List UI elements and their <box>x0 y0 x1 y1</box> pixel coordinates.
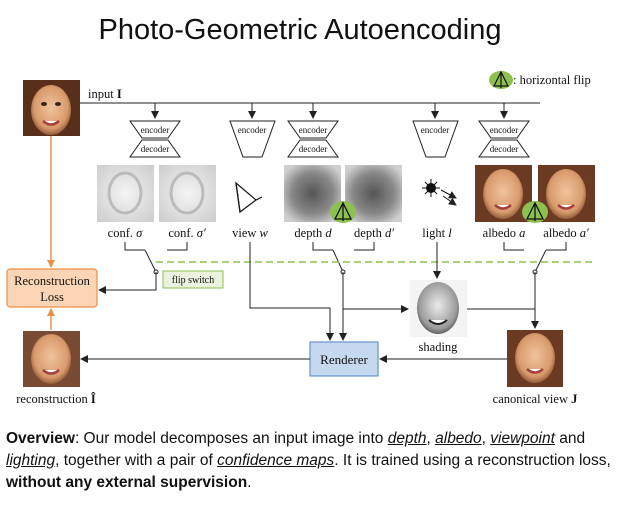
depth-to-shading-arrow <box>342 272 409 313</box>
view-encoder: encoder <box>229 120 276 158</box>
conf-switch <box>124 242 188 275</box>
light-encoder: encoder <box>412 120 459 158</box>
albedo-switch <box>503 242 567 275</box>
view-label: view w <box>232 226 268 240</box>
depth-prime-label: depth d′ <box>354 226 394 240</box>
flip-switch-label: flip switch <box>172 275 215 286</box>
caption-lighting: lighting <box>6 452 56 469</box>
conf-to-loss-arrow <box>98 272 157 294</box>
depth-label: depth d <box>294 226 332 240</box>
svg-text:decoder: decoder <box>141 144 169 154</box>
albedo-label: albedo a <box>483 226 526 240</box>
canonical-view-image <box>507 330 563 387</box>
depth-flip-icon <box>330 201 356 223</box>
flip-switch-box <box>162 270 224 289</box>
flip-legend-icon <box>489 70 513 89</box>
caption-overview-label: Overview <box>6 430 75 447</box>
caption-confidence: confidence maps <box>217 452 335 469</box>
reconstruction-image <box>23 331 80 387</box>
conf-sigma-prime-image <box>159 165 216 222</box>
conf-encoder-decoder: encoder decoder <box>129 120 181 158</box>
diagram-title: Photo-Geometric Autoencoding <box>98 14 502 46</box>
caption-depth: depth <box>387 430 427 447</box>
light-label: light l <box>422 226 452 240</box>
view-to-renderer-arrow <box>249 242 334 341</box>
conf-sigma-image <box>97 165 154 222</box>
caption-albedo: albedo <box>435 430 482 447</box>
albedo-encoder-decoder: encoder decoder <box>478 120 530 158</box>
renderer-box <box>309 341 379 377</box>
caption-viewpoint: viewpoint <box>490 430 555 447</box>
light-sun-icon <box>422 179 457 206</box>
svg-text:decoder: decoder <box>299 144 327 154</box>
shading-label: shading <box>419 340 459 354</box>
caption-bold-end: without any external supervision <box>6 474 248 491</box>
input-face-image <box>23 80 80 136</box>
shading-image <box>410 280 467 337</box>
svg-text:encoder: encoder <box>490 125 518 135</box>
reconstruction-loss-label-1: Reconstruction <box>14 274 90 288</box>
svg-text:encoder: encoder <box>141 125 169 135</box>
view-camera-icon <box>235 181 263 214</box>
reconstruction-label: reconstruction Î <box>16 392 96 406</box>
renderer-label: Renderer <box>320 352 368 367</box>
albedo-flip-icon <box>522 201 548 223</box>
albedo-prime-label: albedo a′ <box>543 226 589 240</box>
depth-switch <box>312 242 375 275</box>
canonical-view-label: canonical view J <box>493 392 578 406</box>
svg-text:encoder: encoder <box>421 125 449 135</box>
svg-text:encoder: encoder <box>299 125 327 135</box>
conf-sigma-prime-label: conf. σ′ <box>168 226 206 240</box>
svg-text:decoder: decoder <box>490 144 518 154</box>
input-label: input I <box>88 87 122 101</box>
overview-caption: Overview: Our model decomposes an input … <box>6 430 611 491</box>
reconstruction-loss-label-2: Loss <box>40 290 64 304</box>
depth-encoder-decoder: encoder decoder <box>287 120 339 158</box>
flip-legend-text: : horizontal flip <box>513 73 591 87</box>
conf-sigma-label: conf. σ <box>108 226 143 240</box>
svg-text:encoder: encoder <box>238 125 266 135</box>
reconstruction-loss-box <box>6 268 98 308</box>
